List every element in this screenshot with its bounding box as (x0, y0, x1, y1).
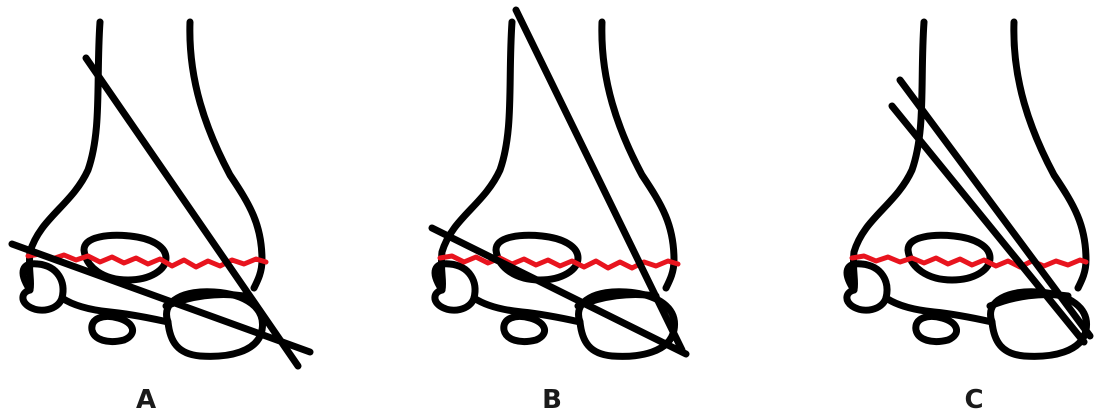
bone-outline-a (23, 22, 263, 356)
bone-outline-b (435, 22, 675, 356)
fracture-line-c (852, 256, 1086, 267)
panel-label-c: C (964, 385, 983, 415)
panel-c: C (847, 22, 1090, 415)
wire-c-1 (900, 80, 1090, 336)
panel-a: A (12, 22, 310, 415)
wire-b-2 (432, 228, 686, 354)
panel-b: B (432, 10, 686, 415)
panel-label-a: A (136, 385, 156, 415)
panel-label-b: B (542, 385, 562, 415)
